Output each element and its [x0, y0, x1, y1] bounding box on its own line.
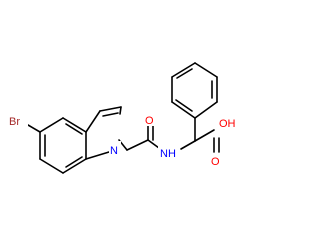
bond: [171, 62, 196, 78]
bond: [27, 124, 41, 133]
bond: [39, 158, 64, 174]
label-mask: [210, 153, 222, 167]
atom-labels: Br N O NH OH O: [9, 112, 240, 168]
bond: [175, 99, 193, 112]
carbonyl-oxygen-label: O: [211, 156, 220, 168]
label-mask: [109, 141, 121, 155]
bond: [62, 158, 87, 174]
bond: [194, 62, 218, 78]
label-mask: [10, 113, 28, 127]
bonds: [27, 62, 220, 174]
bond: [65, 156, 83, 168]
bond: [119, 106, 122, 115]
bond: [126, 139, 149, 151]
bond: [65, 123, 83, 135]
bond: [99, 106, 122, 112]
bond: [102, 112, 119, 117]
bromine-label: Br: [9, 116, 20, 128]
bond: [85, 110, 101, 133]
bond: [176, 68, 193, 79]
bond: [180, 140, 196, 150]
label-mask: [158, 145, 180, 159]
bond: [194, 101, 218, 119]
bond: [62, 117, 87, 133]
label-mask: [144, 112, 156, 126]
bond: [39, 117, 64, 133]
amide-nh-label: NH: [160, 148, 176, 160]
bond: [85, 151, 110, 160]
hydroxyl-label: OH: [219, 118, 236, 130]
label-mask: [218, 115, 240, 131]
indole-nitrogen-label: N: [110, 145, 118, 157]
bond: [171, 101, 196, 119]
bond: [147, 139, 160, 149]
bond: [194, 129, 215, 142]
structure-diagram: Br N O NH OH O: [9, 62, 240, 174]
amide-oxygen-label: O: [145, 115, 154, 127]
